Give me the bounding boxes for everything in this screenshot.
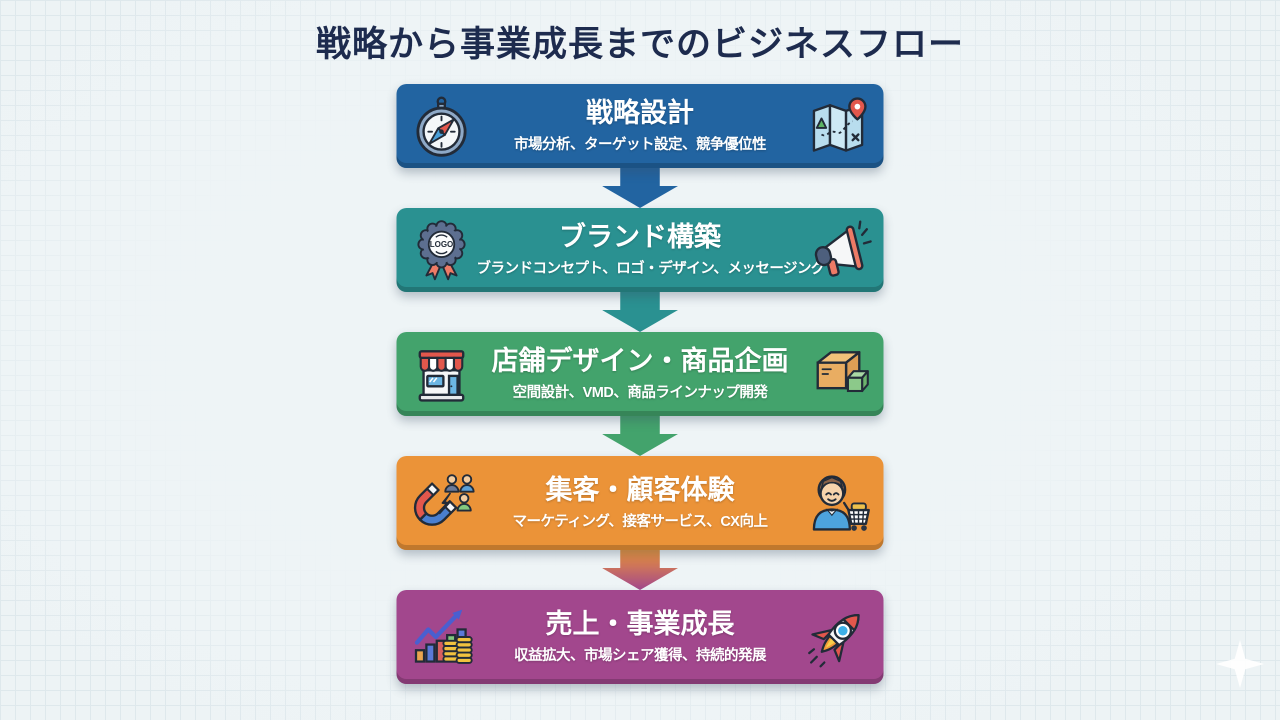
growth-chart-icon bbox=[407, 601, 477, 673]
map-route-icon bbox=[804, 90, 874, 162]
customer-cart-icon bbox=[804, 467, 874, 539]
step-subtitle: 空間設計、VMD、商品ラインナップ開発 bbox=[512, 385, 768, 402]
flow-step-customer-experience: 集客・顧客体験 マーケティング、接客サービス、CX向上 bbox=[396, 456, 884, 550]
flow-step-branding: LOGO ブランド構築 ブランドコンセプト、ロゴ・デザイン、メッセージング bbox=[396, 208, 884, 292]
step-title: 店舗デザイン・商品企画 bbox=[491, 345, 789, 376]
flow-step-growth: 売上・事業成長 収益拡大、市場シェア獲得、持続的発展 bbox=[396, 590, 884, 684]
storefront-icon bbox=[407, 338, 477, 410]
rocket-icon bbox=[804, 601, 874, 673]
step-subtitle: ブランドコンセプト、ロゴ・デザイン、メッセージング bbox=[476, 261, 826, 278]
package-box-icon bbox=[804, 338, 874, 410]
page-title: 戦略から事業成長までのビジネスフロー bbox=[315, 25, 964, 64]
megaphone-icon bbox=[804, 214, 874, 286]
flow-step-strategy: 戦略設計 市場分析、ターゲット設定、競争優位性 bbox=[396, 84, 884, 168]
compass-icon bbox=[407, 90, 477, 162]
business-flow-diagram: 戦略設計 市場分析、ターゲット設定、競争優位性 bbox=[396, 84, 884, 684]
down-arrow bbox=[602, 168, 678, 208]
down-arrow bbox=[602, 292, 678, 332]
magnet-attraction-icon bbox=[407, 467, 477, 539]
step-title: 戦略設計 bbox=[586, 97, 694, 128]
step-title: 売上・事業成長 bbox=[545, 608, 735, 639]
step-title: 集客・顧客体験 bbox=[545, 474, 735, 505]
svg-text:LOGO: LOGO bbox=[430, 240, 454, 249]
step-subtitle: 市場分析、ターゲット設定、競争優位性 bbox=[514, 137, 767, 154]
down-arrow bbox=[602, 416, 678, 456]
step-subtitle: 収益拡大、市場シェア獲得、持続的発展 bbox=[514, 648, 767, 665]
logo-badge-icon: LOGO bbox=[407, 214, 477, 286]
step-title: ブランド構築 bbox=[559, 221, 721, 252]
down-arrow bbox=[602, 550, 678, 590]
step-subtitle: マーケティング、接客サービス、CX向上 bbox=[512, 514, 768, 531]
flow-step-store-product: 店舗デザイン・商品企画 空間設計、VMD、商品ラインナップ開発 bbox=[396, 332, 884, 416]
